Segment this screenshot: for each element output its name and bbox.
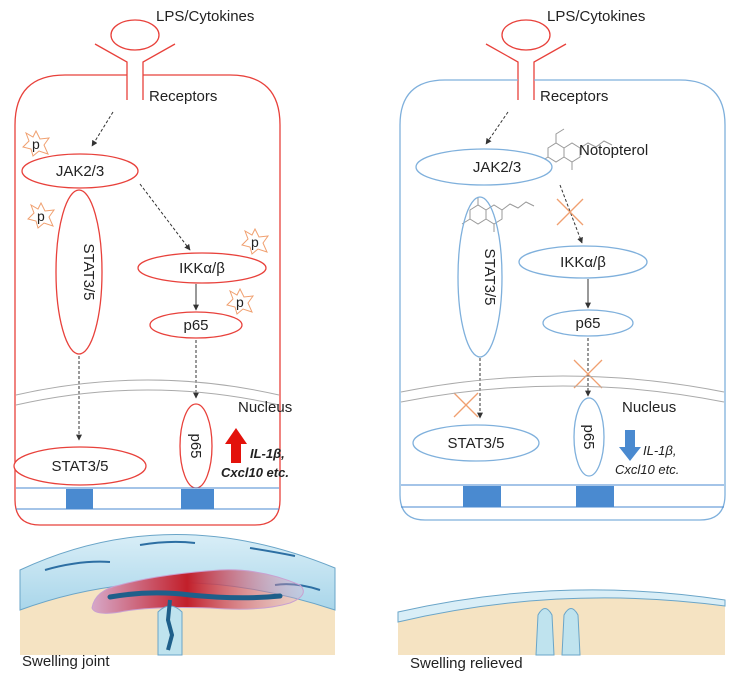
arrow-jak-ikk (139, 183, 191, 251)
cell-membrane (399, 79, 726, 521)
ikk-protein (518, 245, 648, 279)
arrow-receptor-jak (91, 111, 114, 147)
nucleus-label: Nucleus (238, 399, 292, 416)
genes-line1: IL-1β, (643, 443, 676, 458)
ligand-circle (501, 19, 551, 51)
phospho-star: p (226, 287, 255, 315)
dna-binding-site (463, 486, 501, 507)
nuclear-membrane (400, 375, 725, 393)
svg-text:p: p (32, 136, 40, 152)
receptors-label: Receptors (540, 88, 608, 105)
genes-line1: IL-1β, (250, 446, 285, 461)
relieved-joint-illustration (397, 589, 726, 656)
jak-label: JAK2/3 (473, 159, 521, 176)
inhibition-cross (573, 359, 603, 389)
p65-protein (542, 309, 634, 337)
jak-protein (415, 148, 553, 186)
svg-text:p: p (236, 294, 244, 310)
p65-label: p65 (183, 317, 208, 334)
jak-protein (21, 153, 139, 189)
phospho-star: p (27, 201, 56, 229)
receptor (485, 43, 567, 100)
downregulation-arrow (619, 430, 641, 461)
p65-label: p65 (575, 315, 600, 332)
ligand-circle (110, 19, 160, 51)
phospho-star: p (22, 129, 51, 157)
receptor (94, 43, 176, 100)
ligand-label: LPS/Cytokines (156, 8, 254, 25)
nucleus-label: Nucleus (622, 399, 676, 416)
dna-binding-site (66, 489, 93, 509)
left-caption: Swelling joint (22, 653, 110, 670)
ikk-protein (137, 252, 267, 284)
inhibition-cross (453, 392, 479, 418)
p65-protein (149, 311, 243, 339)
stat-protein-vertical (457, 196, 503, 358)
stat-nuclear-protein (412, 424, 540, 462)
p65-nuclear-label: p65 (580, 424, 597, 449)
notopterol-molecule (461, 197, 535, 232)
inhibition-cross (556, 198, 584, 226)
arrow-receptor-jak (485, 111, 509, 145)
ikk-label: IKKα/β (179, 260, 225, 277)
left-panel: LPS/Cytokines Receptors p p p p JAK2/3 S… (13, 8, 336, 670)
right-panel: LPS/Cytokines Receptors Notopterol JAK2/… (397, 8, 726, 672)
ikk-label: IKKα/β (560, 254, 606, 271)
svg-text:p: p (37, 208, 45, 224)
ligand-label: LPS/Cytokines (547, 8, 645, 25)
dna-binding-site (576, 486, 614, 507)
svg-text:p: p (251, 234, 259, 250)
drug-label: Notopterol (579, 142, 648, 159)
nuclear-membrane (15, 379, 280, 396)
cell-membrane (14, 74, 281, 526)
upregulation-arrow (225, 428, 247, 463)
genes-line2: Cxcl10 etc. (221, 465, 289, 480)
stat-protein-vertical (55, 189, 103, 355)
p65-nuclear-label: p65 (187, 433, 204, 458)
genes-line2: Cxcl10 etc. (615, 462, 679, 477)
stat-nuclear-label: STAT3/5 (448, 435, 505, 452)
stat-vertical-label: STAT3/5 (481, 249, 498, 306)
right-caption: Swelling relieved (410, 655, 523, 672)
p65-nuclear-protein (573, 397, 605, 477)
jak-label: JAK2/3 (56, 163, 104, 180)
stat-vertical-label: STAT3/5 (80, 244, 97, 301)
stat-nuclear-label: STAT3/5 (52, 458, 109, 475)
stat-nuclear-protein (13, 446, 147, 486)
dna-binding-site (181, 489, 214, 509)
receptors-label: Receptors (149, 88, 217, 105)
arrow-jak-ikk-blocked (559, 184, 583, 244)
phospho-star: p (241, 227, 270, 255)
swollen-joint-illustration (19, 534, 336, 656)
